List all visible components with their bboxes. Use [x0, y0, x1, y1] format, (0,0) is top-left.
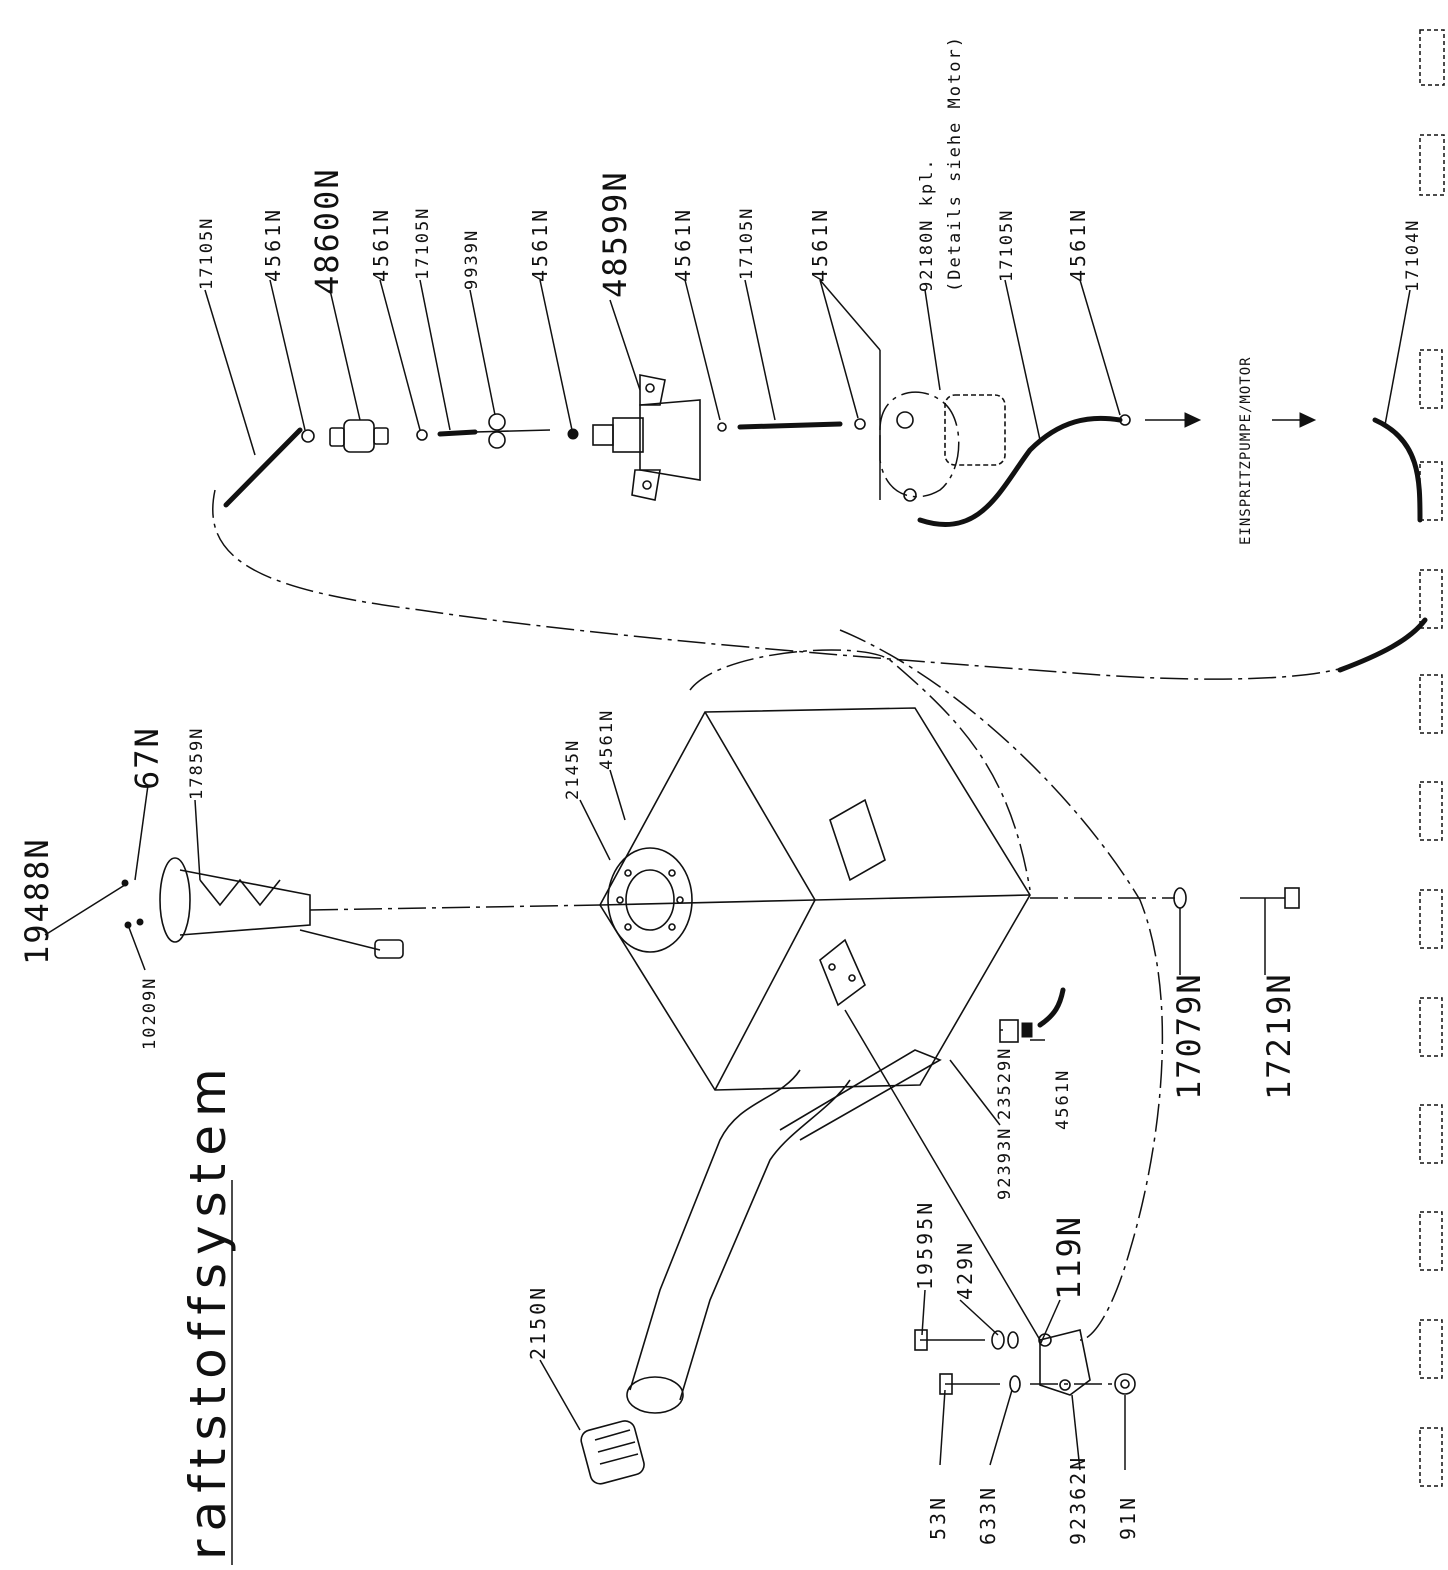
label-633n: 633N: [976, 1485, 1000, 1545]
pump-48599: [592, 374, 701, 501]
leader-lines: [44, 279, 1411, 1471]
label-17105n: 17105N: [997, 209, 1017, 282]
margin-box: [1419, 674, 1443, 734]
clamp-4561-c: [567, 428, 579, 440]
label-17105n: 17105N: [197, 217, 217, 290]
label-17104n: 17104N: [1403, 219, 1423, 292]
margin-box: [1419, 1319, 1443, 1379]
filter-48600: [329, 419, 389, 453]
fuel-hose-17105-b: [437, 429, 478, 437]
label-details-note: (Details siehe Motor): [945, 35, 965, 292]
filler-cap-2150: [580, 1420, 645, 1485]
label-429n: 429N: [953, 1240, 977, 1300]
part-labels: 17105N 4561N 48600N 4561N 17105N 9939N 4…: [18, 35, 1423, 1545]
margin-box: [1419, 1427, 1443, 1487]
label-4561n: 4561N: [1066, 207, 1090, 282]
margin-boxes: [1419, 29, 1445, 1487]
clamp-4561-b: [416, 429, 428, 441]
sender-axis: [309, 904, 601, 911]
label-17105n: 17105N: [737, 207, 757, 280]
label-92180n: 92180N kpl.: [917, 157, 937, 292]
label-2145n: 2145N: [563, 739, 583, 800]
return-hose: [1037, 987, 1066, 1028]
label-17219n: 17219N: [1260, 972, 1298, 1100]
margin-box: [1419, 349, 1443, 409]
margin-box: [1419, 1211, 1443, 1271]
tee-9939: [474, 413, 551, 449]
vent-line: [689, 649, 1031, 891]
label-2150n: 2150N: [526, 1285, 550, 1360]
label-92362n: 92362N: [1066, 1455, 1090, 1545]
label-4561n: 4561N: [528, 207, 552, 282]
label-19595n: 19595N: [913, 1200, 937, 1290]
fuel-hose-17104-return: [1337, 617, 1428, 673]
fuel-hose-17105-c: [737, 421, 843, 430]
flow-arrow-head: [1184, 412, 1202, 428]
label-91n: 91N: [1116, 1495, 1140, 1540]
label-10209n: 10209N: [140, 977, 160, 1050]
upper-fuel-line: [212, 374, 1428, 680]
fuel-hose-17105-d: [917, 415, 1123, 528]
label-einspritzpumpe: EINSPRITZPUMPE/MOTOR: [1238, 356, 1254, 545]
label-17859n: 17859N: [187, 727, 207, 800]
label-17105n: 17105N: [413, 207, 433, 280]
clamp-4561-e: [854, 418, 866, 430]
label-23529n: 23529N: [995, 1047, 1015, 1120]
label-48599n: 48599N: [596, 170, 634, 298]
label-4561n: 4561N: [1053, 1069, 1073, 1130]
drain-plug-17219: [1240, 887, 1300, 909]
sender-unit: [121, 857, 404, 959]
label-119n: 119N: [1050, 1215, 1088, 1300]
diagram-title: raftstoffsystem: [179, 1060, 237, 1560]
margin-box: [1419, 29, 1445, 86]
label-17079n: 17079N: [1170, 972, 1208, 1100]
margin-box: [1419, 1104, 1443, 1164]
fuel-line-path: [212, 489, 1351, 680]
margin-box: [1419, 889, 1443, 949]
clamp-4561-a: [301, 429, 315, 443]
motor-92180: [879, 391, 1006, 502]
fuel-hose-17105-a: [223, 427, 303, 508]
margin-box: [1419, 134, 1445, 196]
clamp-4561-d: [717, 422, 727, 432]
margin-box: [1419, 569, 1443, 629]
label-4561n: 4561N: [671, 207, 695, 282]
label-4561n: 4561N: [369, 207, 393, 282]
label-48600n: 48600N: [308, 167, 346, 295]
label-4561n: 4561N: [597, 709, 617, 770]
margin-box: [1419, 461, 1443, 521]
margin-box: [1419, 781, 1443, 841]
margin-box: [1419, 997, 1443, 1057]
label-53n: 53N: [926, 1495, 950, 1540]
washer-17079: [1173, 887, 1187, 909]
fuel-hose-17104: [1372, 417, 1423, 523]
breather-line: [839, 629, 1164, 1341]
label-9939n: 9939N: [462, 229, 482, 290]
label-4561n: 4561N: [808, 207, 832, 282]
label-4561n: 4561N: [261, 207, 285, 282]
label-19488n: 19488N: [18, 837, 56, 965]
label-67n: 67N: [128, 726, 166, 790]
flow-arrow-head: [1299, 412, 1317, 428]
fuel-tank: [599, 649, 1066, 1414]
lower-bracket: [914, 1329, 1136, 1396]
clamp-4561-f: [1119, 414, 1131, 426]
label-92393n: 92393N: [995, 1127, 1015, 1200]
